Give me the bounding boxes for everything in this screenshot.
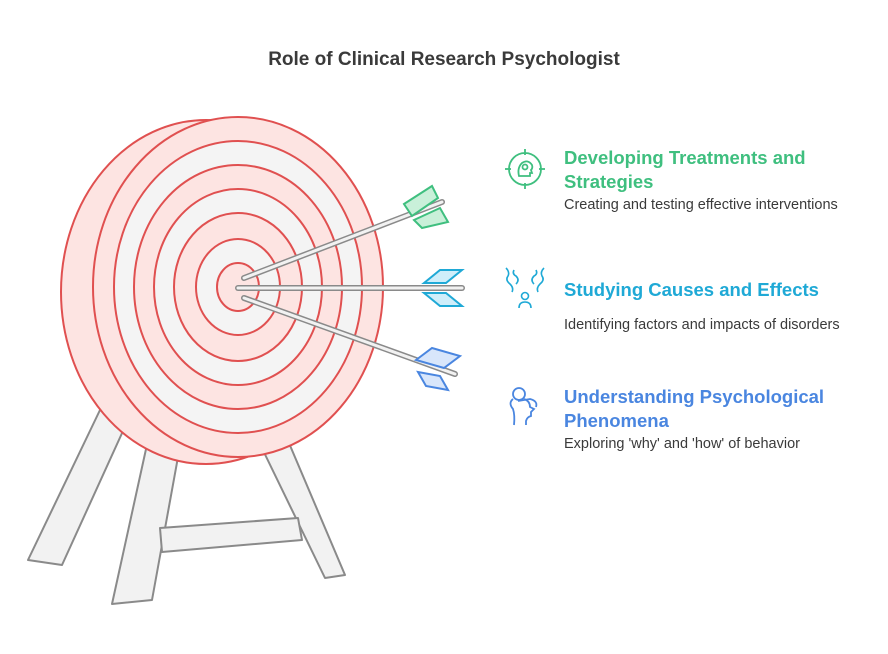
target-stand (27, 409, 346, 605)
arrow-top (241, 184, 450, 281)
item-description: Identifying factors and impacts of disor… (564, 317, 840, 333)
item-heading: Understanding Psychological Phenomena (564, 386, 825, 431)
person-thinking-icon (509, 387, 538, 426)
arrow-bottom (241, 295, 463, 392)
item-description: Exploring 'why' and 'how' of behavior (564, 436, 800, 452)
diagram-title: Role of Clinical Research Psychologist (268, 49, 620, 70)
branching-thoughts-icon (505, 267, 545, 309)
item-heading: Developing Treatments and Strategies (564, 147, 806, 192)
target-head-icon (505, 149, 545, 189)
arrow-middle (235, 269, 465, 307)
item-description: Creating and testing effective intervent… (564, 197, 838, 213)
item-heading: Studying Causes and Effects (564, 279, 819, 300)
